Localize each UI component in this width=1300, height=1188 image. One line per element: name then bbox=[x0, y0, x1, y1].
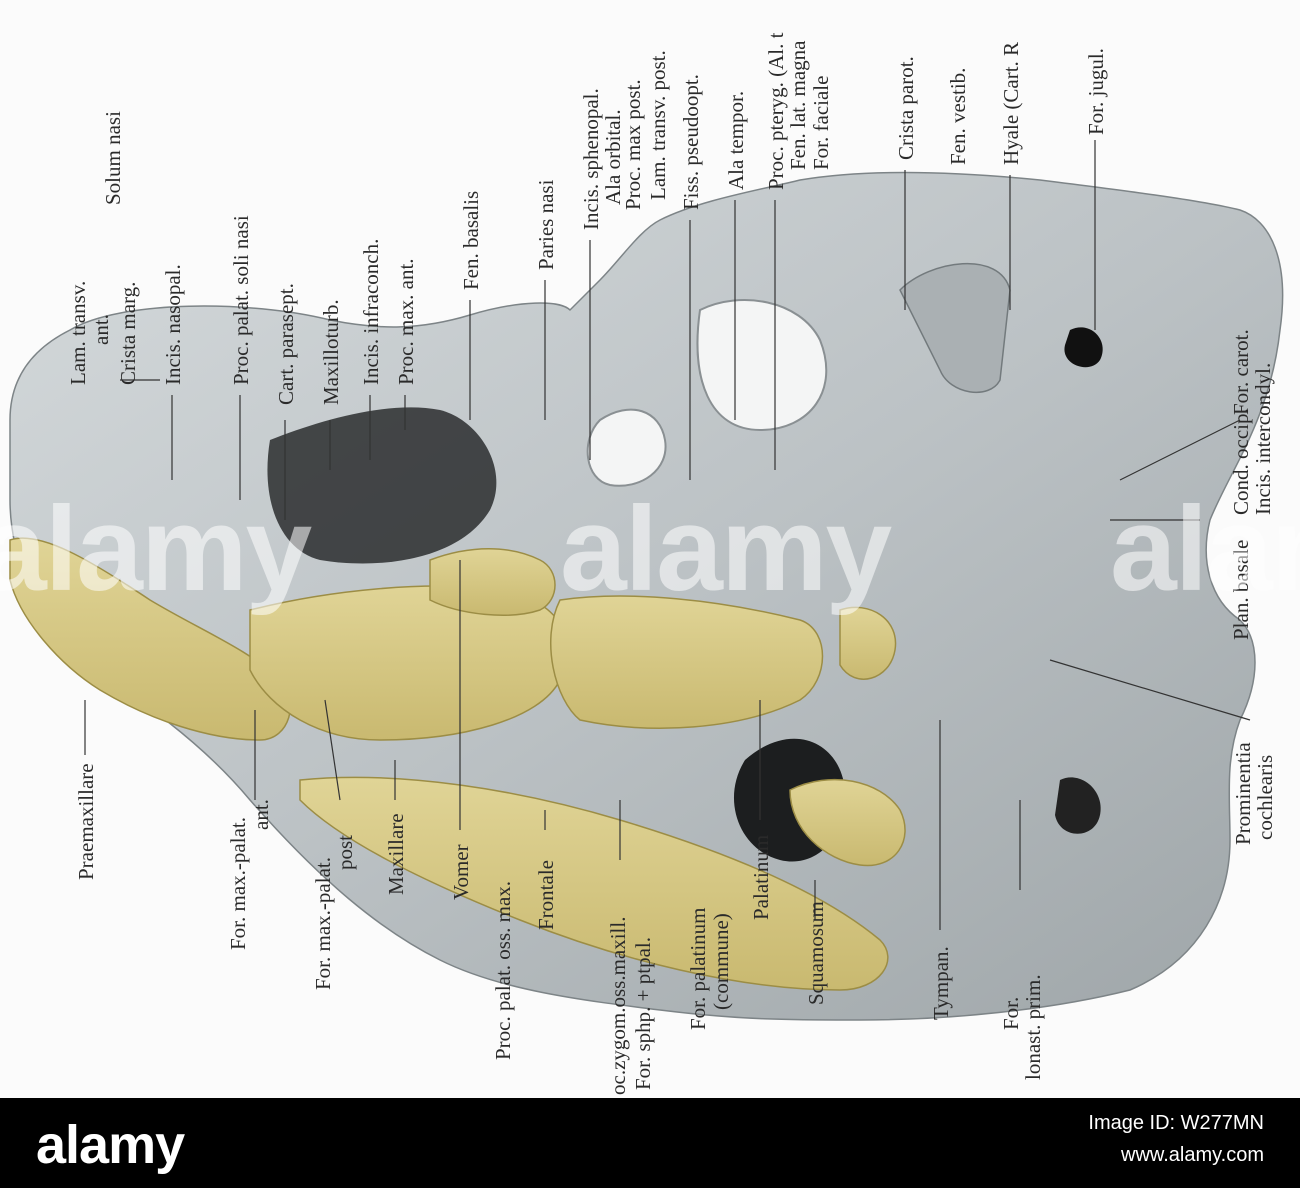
label-incis-sphenopal: Incis. sphenopal. bbox=[579, 88, 603, 230]
foramen-jugulare bbox=[1055, 777, 1101, 834]
bone-vomer bbox=[429, 548, 556, 616]
bone-praemaxillare bbox=[9, 537, 291, 741]
label-for-palatinum: For. palatinum bbox=[686, 908, 710, 1031]
label-tympan: Tympan. bbox=[929, 946, 953, 1020]
label-cart-parasept: Cart. parasept. bbox=[274, 283, 298, 405]
label-for-max-palat-ant-2: ant. bbox=[249, 799, 273, 830]
leader-lines bbox=[84, 140, 1251, 930]
label-incis-nasopal: Incis. nasopal. bbox=[161, 264, 185, 385]
label-prominentia: Prominentia bbox=[1231, 742, 1255, 845]
label-for-lonast-prim: lonast. prim. bbox=[1021, 974, 1045, 1080]
label-palatinum: Palatinum bbox=[749, 835, 773, 920]
bone-tympanicum bbox=[839, 606, 897, 680]
bone-palatinum bbox=[549, 595, 824, 729]
label-proc-palat-soli-nasi: Proc. palat. soli nasi bbox=[229, 215, 253, 385]
alamy-logo: alamy bbox=[36, 1115, 185, 1175]
label-for-jugul: For. jugul. bbox=[1084, 48, 1108, 135]
label-proc-pteryg: Proc. pteryg. (Al. t bbox=[764, 32, 788, 190]
site-url: www.alamy.com bbox=[1121, 1144, 1264, 1166]
label-for-sphp-ptpal: For. sphp. + ptpal. bbox=[631, 937, 655, 1090]
image-id: Image ID: W277MN bbox=[1088, 1112, 1264, 1134]
anatomical-labels: Lam. transv. ant. Solum nasi Crista marg… bbox=[66, 32, 1277, 1095]
label-crista-parot: Crista parot. bbox=[894, 56, 918, 160]
stock-footer-bar: alamy Image ID: W277MN www.alamy.com bbox=[0, 1098, 1300, 1188]
label-ala-orbital: Ala orbital. bbox=[601, 109, 625, 205]
label-maxilloturb: Maxilloturb. bbox=[319, 299, 343, 405]
label-lam-transv-post: Lam. transv. post. bbox=[646, 50, 670, 200]
label-commune: (commune) bbox=[709, 913, 733, 1010]
orbit-opening bbox=[586, 408, 667, 487]
fenestra-lat-magna bbox=[696, 299, 828, 432]
label-fen-vestib: Fen. vestib. bbox=[946, 68, 970, 165]
nasal-cavity-shadow bbox=[267, 407, 497, 564]
watermark-left: alamy bbox=[0, 482, 312, 616]
label-praemaxillare: Praemaxillare bbox=[74, 763, 98, 880]
skull-illustration: Lam. transv. ant. Solum nasi Crista marg… bbox=[9, 32, 1284, 1095]
label-lam-transv-ant: Lam. transv. bbox=[66, 281, 90, 385]
label-proc-max-ant: Proc. max. ant. bbox=[394, 258, 418, 385]
label-solum-nasi: Solum nasi bbox=[101, 111, 125, 205]
label-for-faciale: For. faciale bbox=[809, 76, 833, 170]
label-for-max-palat-post-2: post bbox=[333, 835, 357, 870]
label-for-max-palat-ant: For. max.-palat. bbox=[226, 817, 250, 950]
label-for-carot: For. carot. bbox=[1229, 329, 1253, 415]
label-squamosum: Squamosum bbox=[804, 901, 828, 1005]
label-fiss-pseudoopt: Fiss. pseudoopt. bbox=[679, 74, 703, 210]
label-fen-basalis: Fen. basalis bbox=[459, 191, 483, 290]
label-frontale: Frontale bbox=[534, 860, 558, 930]
label-proc-max-post: Proc. max post. bbox=[621, 79, 645, 210]
label-proc-palat-oss-max: Proc. palat. oss. max. bbox=[491, 881, 515, 1060]
label-cond-occip: Cond. occip. bbox=[1229, 408, 1253, 515]
foramen-palatinum bbox=[1064, 327, 1103, 368]
label-maxillare: Maxillare bbox=[384, 813, 408, 895]
bone-squamosum bbox=[789, 778, 906, 867]
label-ala-tempor: Ala tempor. bbox=[724, 91, 748, 190]
watermark-right: alamy bbox=[1110, 482, 1300, 616]
label-for: For. bbox=[999, 997, 1023, 1030]
label-for-max-palat-post: For. max.-palat. bbox=[311, 857, 335, 990]
label-crista-marg: Crista marg. bbox=[116, 282, 140, 385]
label-incis-infraconch: Incis. infraconch. bbox=[359, 239, 383, 385]
label-incis-intercondyl: Incis. intercondyl. bbox=[1251, 363, 1275, 515]
label-vomer: Vomer bbox=[449, 844, 473, 900]
label-fen-lat-magna: Fen. lat. magna bbox=[786, 40, 810, 170]
label-cochlearis: cochlearis bbox=[1253, 755, 1277, 840]
watermark-center: alamy bbox=[560, 482, 892, 616]
label-proc-zygom: oc.zygom.oss.maxill. bbox=[606, 917, 630, 1095]
anatomical-plate: Lam. transv. ant. Solum nasi Crista marg… bbox=[0, 32, 1300, 1095]
bone-frontale bbox=[299, 776, 889, 991]
label-paries-nasi: Paries nasi bbox=[534, 179, 558, 270]
label-plan-basale: Plan. basale bbox=[1229, 540, 1253, 640]
label-lam-transv-ant-2: ant. bbox=[89, 314, 113, 345]
label-hyale: Hyale (Cart. R bbox=[999, 42, 1023, 165]
